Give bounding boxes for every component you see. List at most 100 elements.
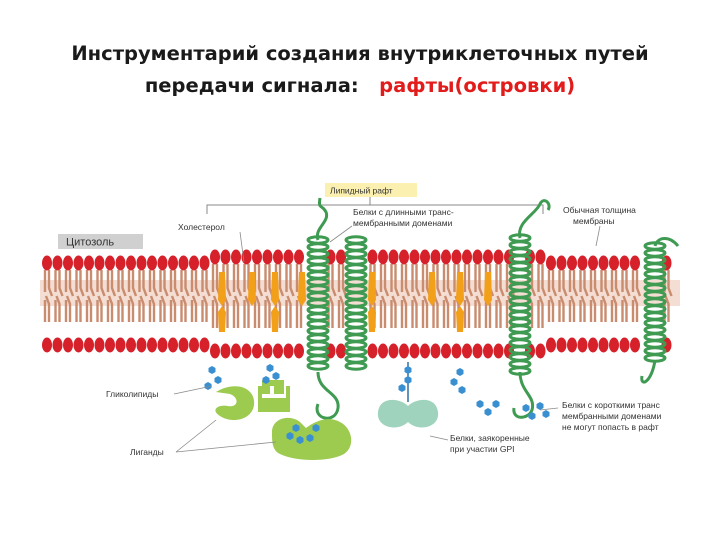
lipid-tail [601, 295, 607, 322]
lipid-head [367, 343, 378, 359]
lipid-tail [583, 270, 589, 297]
glycan-unit [296, 436, 304, 444]
lipid-head [388, 249, 399, 265]
short-tm-label-line1: Белки с короткими транс [562, 400, 661, 410]
ligands-label: Лиганды [130, 447, 164, 457]
lipid-head [420, 249, 430, 265]
helix-coil [344, 249, 368, 259]
glycan-unit [312, 424, 320, 432]
lipid-tail [562, 270, 568, 297]
lipid-head [94, 255, 105, 271]
glycan-unit [272, 372, 280, 380]
helix-coil [344, 312, 368, 322]
helix-coil [643, 262, 667, 272]
lipid-tail [593, 270, 600, 297]
lipid-tail [499, 264, 505, 297]
helix-coil [508, 240, 532, 250]
lipid-head [451, 249, 462, 265]
lipid-tail [278, 264, 285, 297]
lipid-tail [569, 295, 576, 322]
cholesterol [456, 272, 464, 306]
lipid-tail [131, 270, 138, 297]
lipid-head [52, 337, 63, 353]
cholesterol [271, 272, 279, 306]
lipid-tail [55, 295, 61, 322]
lipid-head [231, 249, 241, 265]
helix-coil [344, 333, 368, 343]
lipid-head [462, 343, 472, 359]
lipid-tail [551, 270, 558, 297]
helix-coil [643, 248, 667, 258]
lipid-head [609, 337, 619, 353]
lipid-head [73, 337, 84, 353]
helix-coil [643, 269, 667, 279]
lipid-tail [149, 295, 156, 322]
lipid-tail [265, 295, 271, 328]
lipid-head [241, 343, 252, 359]
glycan-unit [306, 434, 314, 442]
helix-coil [306, 256, 330, 266]
lipid-head [105, 255, 115, 271]
lipid-head [388, 343, 399, 359]
lipid-head [220, 343, 231, 359]
lipid-tail [173, 270, 180, 297]
short-tm-label-line2: мембранными доменами [562, 411, 662, 421]
cholesterol [456, 306, 464, 332]
lipid-head [199, 255, 210, 271]
lipid-tail [328, 295, 334, 328]
lipid-tail [331, 264, 337, 297]
lipid-head [136, 255, 147, 271]
helix-coil [643, 325, 667, 335]
lipid-head [588, 337, 598, 353]
leader-glycolipids [173, 385, 213, 395]
glycan-unit [542, 410, 550, 418]
helix-coil [306, 270, 330, 280]
lipid-tail [580, 295, 586, 322]
glycan-chains [204, 364, 550, 444]
lipid-head [535, 343, 546, 359]
cholesterol [218, 272, 226, 306]
lipid-head [273, 249, 283, 265]
glycan-unit [456, 368, 464, 376]
helix-coil [508, 359, 532, 369]
helix-coil [306, 361, 330, 371]
lipid-tail [391, 295, 397, 328]
lipid-head [336, 343, 346, 359]
glycolipids-label: Гликолипиды [106, 389, 158, 399]
cholesterol [484, 272, 492, 306]
lipid-head [63, 255, 73, 271]
lipid-head [115, 255, 126, 271]
lipid-tail [236, 264, 243, 297]
normal-thickness-label-line1: Обычная толщина [563, 205, 636, 215]
lipid-head [409, 343, 420, 359]
lipid-tail [559, 295, 565, 322]
lipid-head [84, 337, 94, 353]
lipid-tail [170, 295, 177, 322]
glycan-unit [214, 376, 222, 384]
lipid-head [189, 255, 199, 271]
normal-thickness-label-line2: мембраны [573, 216, 614, 226]
lipid-head [262, 343, 273, 359]
glycan-unit [398, 384, 406, 392]
lipid-tail [257, 264, 264, 297]
lipid-head [178, 337, 189, 353]
lipid-tail [86, 295, 93, 322]
lipid-tail [635, 270, 642, 297]
lipid-tail [254, 295, 261, 328]
lipid-tail [107, 295, 114, 322]
lipid-head [462, 249, 472, 265]
helix-coil [344, 305, 368, 315]
helix-coil [643, 318, 667, 328]
lipid-head [126, 337, 136, 353]
lipid-tail [100, 270, 106, 297]
cholesterol [248, 272, 256, 306]
leader-cholesterol [239, 231, 245, 263]
lipid-head [189, 337, 199, 353]
lipid-tail [152, 270, 159, 297]
ligand-1 [215, 386, 255, 421]
helix-coil [344, 270, 368, 280]
lipid-head [168, 255, 178, 271]
lipid-head [619, 337, 630, 353]
helix-coil [344, 263, 368, 273]
lipid-head [231, 343, 241, 359]
